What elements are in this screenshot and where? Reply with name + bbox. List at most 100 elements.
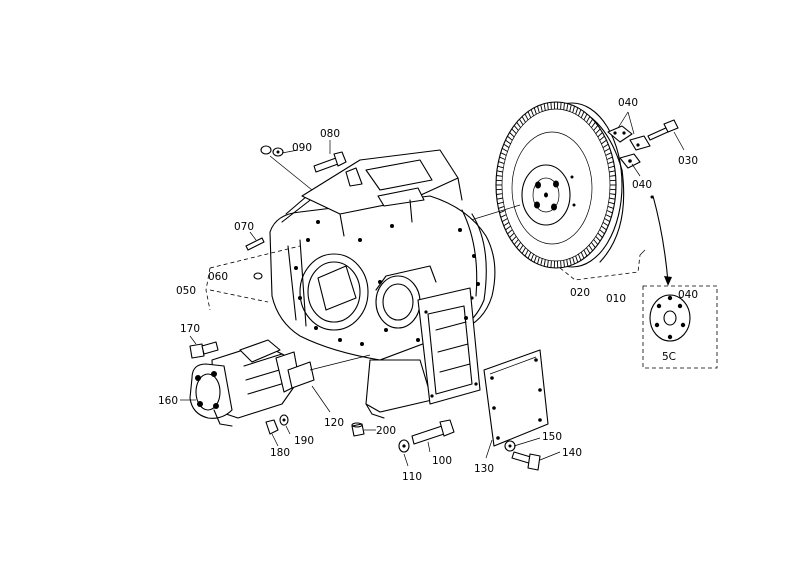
starter-axis-line	[309, 354, 371, 371]
gear-tooth	[513, 125, 519, 131]
pin-060	[253, 272, 263, 280]
gear-tooth	[503, 143, 510, 148]
gear-tooth	[498, 161, 505, 165]
callout-140: 140	[562, 447, 582, 459]
gear-tooth	[580, 111, 585, 118]
gear-tooth	[533, 255, 537, 263]
bolt-100	[411, 419, 455, 445]
gear-tooth	[497, 201, 504, 205]
leader-040b	[631, 163, 641, 177]
gear-tooth	[540, 258, 543, 266]
bolt-080	[313, 151, 347, 173]
gear-tooth	[530, 109, 535, 117]
callout-160: 160	[158, 395, 178, 407]
callout-180: 180	[270, 447, 290, 459]
gear-tooth	[511, 236, 517, 242]
gear-tooth	[521, 247, 526, 254]
callout-170: 170	[180, 323, 200, 335]
gear-tooth	[527, 111, 532, 118]
gear-tooth	[537, 257, 540, 265]
gear-tooth	[507, 135, 513, 141]
gear-tooth	[511, 128, 517, 134]
gear-tooth	[543, 259, 546, 267]
gear-tooth	[519, 244, 524, 251]
gear-tooth	[606, 156, 613, 160]
gear-tooth	[605, 152, 612, 156]
gear-tooth	[537, 105, 540, 113]
gear-tooth	[580, 252, 585, 259]
gear-tooth	[496, 197, 503, 200]
gear-tooth	[599, 135, 605, 141]
gear-tooth	[505, 139, 511, 145]
callout-040a: 040	[618, 97, 638, 109]
flywheel-housing	[269, 149, 496, 419]
callout-120: 120	[324, 417, 344, 429]
callout-050: 050	[176, 285, 196, 297]
gear-tooth	[607, 161, 614, 165]
gear-tooth	[588, 119, 593, 126]
gear-tooth	[519, 119, 524, 126]
gear-tooth	[604, 148, 611, 152]
gear-tooth	[507, 229, 513, 235]
gear-tooth	[496, 175, 503, 177]
gear-tooth	[524, 249, 529, 257]
callout-100: 100	[432, 455, 452, 467]
inset-label: 5C	[662, 351, 676, 363]
gear-tooth	[547, 260, 549, 268]
gear-tooth	[572, 257, 575, 265]
flywheel	[495, 101, 625, 269]
gear-tooth	[496, 193, 503, 195]
gear-tooth	[524, 113, 529, 121]
callout-040c: 040	[678, 289, 698, 301]
washer-110	[398, 439, 410, 453]
gear-tooth	[501, 218, 508, 222]
plug-200	[351, 422, 365, 437]
gear-tooth	[575, 107, 579, 115]
gear-tooth	[597, 232, 603, 238]
flywheel-bolt	[647, 119, 679, 141]
gear-tooth	[599, 229, 605, 235]
gear-tooth	[500, 152, 507, 156]
gear-tooth	[505, 225, 511, 231]
gear-tooth	[560, 260, 562, 268]
callout-070: 070	[234, 221, 254, 233]
gear-tooth	[608, 201, 615, 205]
bolt-140	[511, 451, 541, 471]
gear-tooth	[577, 253, 582, 261]
gear-tooth	[608, 165, 615, 169]
leader-030	[673, 131, 685, 151]
washer-190	[279, 414, 289, 426]
gear-tooth	[583, 113, 588, 121]
callout-190: 190	[294, 435, 314, 447]
gear-tooth	[550, 260, 552, 268]
callout-130: 130	[474, 463, 494, 475]
gear-tooth	[547, 102, 549, 110]
gear-tooth	[503, 222, 510, 227]
gear-tooth	[499, 156, 506, 160]
callout-090: 090	[292, 142, 312, 154]
gear-tooth	[591, 122, 596, 128]
gear-tooth	[560, 102, 562, 110]
callout-080: 080	[320, 128, 340, 140]
bolt-170	[189, 341, 219, 359]
gear-tooth	[595, 236, 601, 242]
callout-labels: 010 020 030 040 040 040 050 060 070 080 …	[158, 97, 698, 483]
inset-5c	[642, 195, 718, 369]
bracket-020-010	[559, 254, 641, 281]
gear-tooth	[601, 225, 607, 231]
callout-020: 020	[570, 287, 590, 299]
washer-150	[504, 440, 516, 452]
gear-tooth	[550, 102, 552, 110]
gear-tooth	[606, 210, 613, 214]
gear-tooth	[607, 205, 614, 209]
bracket-050	[205, 245, 301, 311]
cover-plate	[483, 349, 549, 447]
nut-180	[265, 419, 279, 435]
gear-tooth	[609, 170, 616, 173]
gear-tooth	[597, 132, 603, 138]
callout-030: 030	[678, 155, 698, 167]
gear-tooth	[499, 210, 506, 214]
starter-motor	[189, 339, 315, 427]
nut-090	[260, 145, 284, 157]
